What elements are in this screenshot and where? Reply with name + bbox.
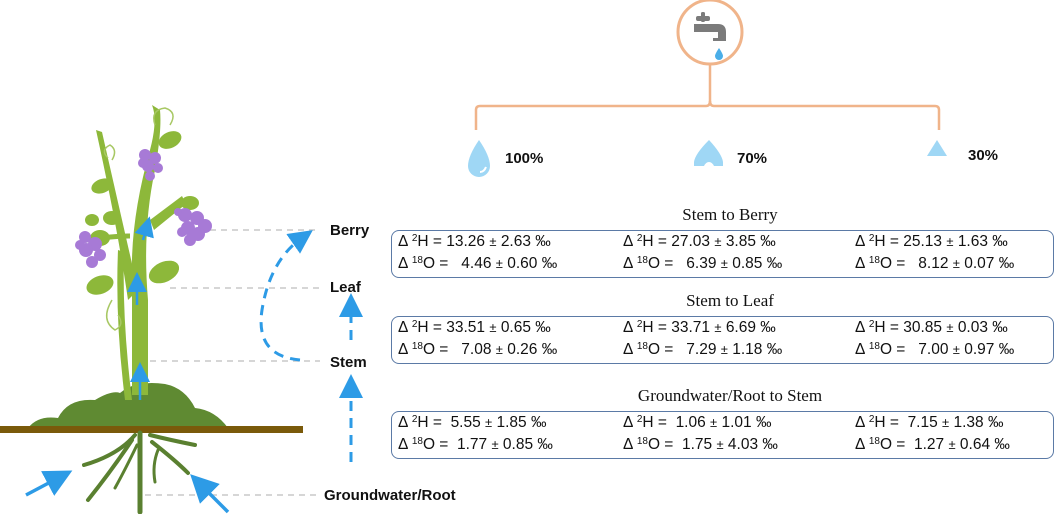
water-drop-small-icon [927,140,947,156]
value-cell: Δ 18O = 1.27 ± 0.64 ‰ [855,436,1010,453]
value-cell: Δ 18O = 1.77 ± 0.85 ‰ [398,436,553,453]
value-cell: Δ 18O = 4.46 ± 0.60 ‰ [398,255,558,272]
stem-to-berry-arrow [259,230,313,362]
value-cell: Δ 2H = 33.51 ± 0.65 ‰ [398,319,551,336]
level-guide-lines [145,229,320,496]
ground-line [0,426,303,433]
value-cell: Δ 2H = 13.26 ± 2.63 ‰ [398,233,551,250]
value-cell: Δ 18O = 7.29 ± 1.18 ‰ [623,341,783,358]
stage-label-leaf: Leaf [330,279,361,296]
value-cell: Δ 2H = 25.13 ± 1.63 ‰ [855,233,1008,250]
groundwater-inflow-arrow-right [190,474,230,514]
water-drop-full-icon [468,140,490,177]
treatment-label-70: 70% [737,150,768,167]
value-cell: Δ 18O = 1.75 ± 4.03 ‰ [623,436,778,453]
stem-to-berry-box: Δ 2H = 13.26 ± 2.63 ‰ Δ 2H = 27.03 ± 3.8… [391,230,1054,278]
section-title-root-to-stem: Groundwater/Root to Stem [637,386,823,405]
value-cell: Δ 2H = 30.85 ± 0.03 ‰ [855,319,1008,336]
value-cell: Δ 2H = 33.71 ± 6.69 ‰ [623,319,776,336]
value-cell: Δ 2H = 5.55 ± 1.85 ‰ [398,414,547,431]
flow-arrows [259,230,363,462]
treatment-label-100: 100% [505,150,544,167]
grapevine-illustration [0,105,303,514]
grape-clusters [75,149,212,268]
value-cell: Δ 18O = 7.08 ± 0.26 ‰ [398,341,558,358]
root-to-stem-box: Δ 2H = 5.55 ± 1.85 ‰ Δ 2H = 1.06 ± 1.01 … [391,411,1054,459]
section-title-stem-to-berry: Stem to Berry [682,205,778,224]
value-cell: Δ 18O = 7.00 ± 0.97 ‰ [855,341,1015,358]
stage-label-berry: Berry [330,222,370,239]
section-title-stem-to-leaf: Stem to Leaf [686,291,774,310]
treatment-connector [474,64,941,130]
soil-mound [28,383,228,428]
value-cell: Δ 2H = 27.03 ± 3.85 ‰ [623,233,776,250]
faucet-icon [676,0,744,66]
stem-to-leaf-box: Δ 2H = 33.51 ± 0.65 ‰ Δ 2H = 33.71 ± 6.6… [391,316,1054,364]
water-drop-partial-icon [694,140,723,166]
value-cell: Δ 2H = 7.15 ± 1.38 ‰ [855,414,1004,431]
value-cell: Δ 18O = 6.39 ± 0.85 ‰ [623,255,783,272]
stage-label-groundwater-root: Groundwater/Root [324,487,456,504]
stage-label-stem: Stem [330,354,367,371]
value-cell: Δ 18O = 8.12 ± 0.07 ‰ [855,255,1015,272]
groundwater-inflow-arrow-left [25,470,73,497]
treatment-label-30: 30% [968,147,999,164]
value-cell: Δ 2H = 1.06 ± 1.01 ‰ [623,414,772,431]
